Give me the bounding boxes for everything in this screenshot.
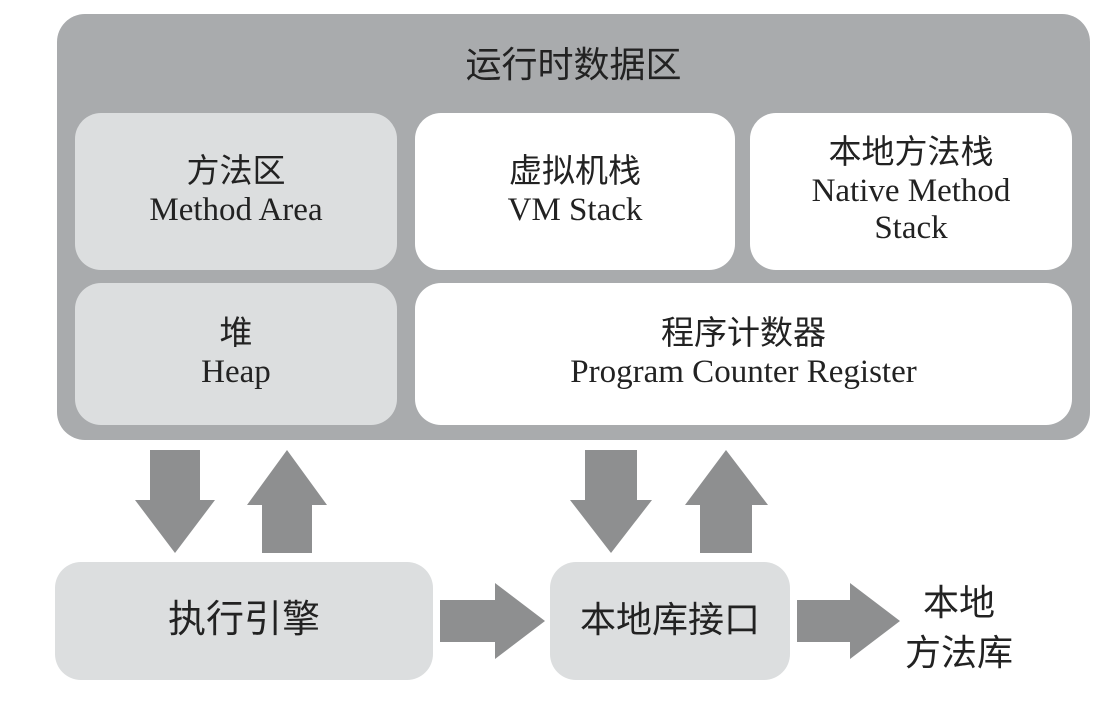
- vm-stack-zh: 虚拟机栈: [509, 153, 641, 190]
- native-library-line1: 本地: [923, 583, 996, 623]
- native-stack-en1: Native Method: [811, 172, 1011, 209]
- native-library: 本地 方法库: [905, 578, 1013, 679]
- runtime-data-area-title: 运行时数据区: [465, 45, 682, 85]
- arrow-up-icon: [247, 450, 327, 553]
- vm-stack-en: VM Stack: [507, 191, 643, 228]
- arrow-up-icon: [685, 450, 768, 553]
- pc-register-box: 程序计数器 Program Counter Register: [415, 283, 1072, 425]
- heap-box: 堆 Heap: [75, 283, 397, 425]
- native-interface-label: 本地库接口: [579, 600, 760, 641]
- native-stack-zh: 本地方法栈: [828, 134, 994, 171]
- vm-stack-box: 虚拟机栈 VM Stack: [415, 113, 735, 270]
- method-area-zh: 方法区: [186, 153, 286, 190]
- method-area-en: Method Area: [149, 191, 323, 228]
- arrow-down-icon: [135, 450, 215, 553]
- arrow-right-icon: [440, 583, 545, 659]
- native-method-stack-box: 本地方法栈 Native Method Stack: [750, 113, 1072, 270]
- execution-engine-label: 执行引擎: [167, 599, 320, 642]
- arrow-right-icon: [797, 583, 900, 659]
- method-area-box: 方法区 Method Area: [75, 113, 397, 270]
- execution-engine-box: 执行引擎: [55, 562, 433, 680]
- native-stack-en2: Stack: [874, 210, 948, 247]
- native-library-line2: 方法库: [905, 633, 1014, 674]
- heap-en: Heap: [201, 354, 271, 390]
- heap-zh: 堆: [219, 316, 253, 353]
- arrow-down-icon: [570, 450, 652, 553]
- pc-register-en: Program Counter Register: [570, 354, 917, 390]
- pc-register-zh: 程序计数器: [661, 316, 826, 353]
- native-interface-box: 本地库接口: [550, 562, 790, 680]
